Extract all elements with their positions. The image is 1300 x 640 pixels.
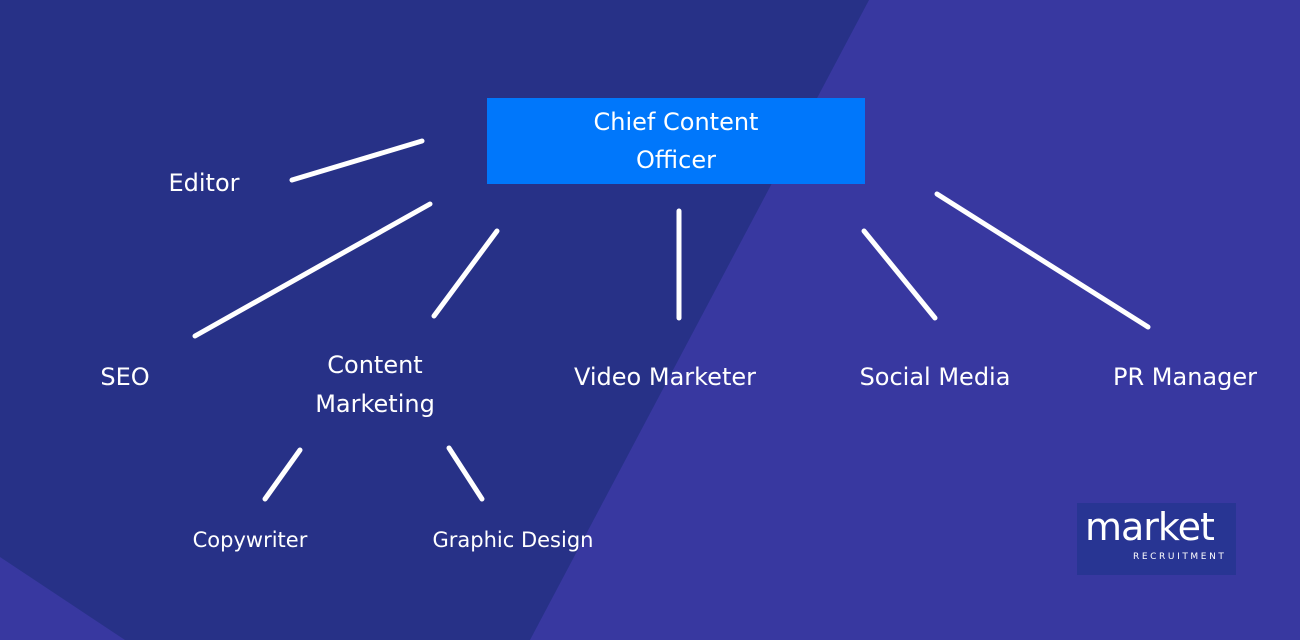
connector-lines (192, 138, 1151, 502)
root-line-2: Officer (636, 146, 716, 174)
diagonal-panel (530, 0, 1300, 640)
line-editor (289, 138, 425, 183)
root-line-1: Chief Content (593, 108, 759, 136)
node-social-media: Social Media (859, 363, 1011, 391)
node-content-marketing-line2: Marketing (315, 390, 435, 418)
line-copywriter (262, 447, 303, 502)
market-recruitment-logo: market RECRUITMENT (1077, 503, 1236, 575)
node-copywriter: Copywriter (192, 528, 308, 552)
node-pr-manager: PR Manager (1113, 363, 1257, 391)
chief-content-officer-node: Chief Content Officer (487, 98, 865, 184)
node-graphic-design: Graphic Design (432, 528, 594, 552)
line-content-marketing (431, 228, 500, 319)
line-social (861, 228, 938, 321)
line-seo (192, 201, 433, 339)
line-graphic (446, 445, 485, 502)
node-video-marketer: Video Marketer (573, 363, 756, 391)
corner-triangle (0, 557, 125, 640)
node-editor: Editor (168, 169, 240, 197)
node-content-marketing-line1: Content (327, 351, 423, 379)
logo-wordmark: market (1085, 505, 1215, 549)
line-pr (934, 191, 1151, 330)
node-seo: SEO (100, 363, 150, 391)
logo-subtitle: RECRUITMENT (1133, 552, 1227, 562)
